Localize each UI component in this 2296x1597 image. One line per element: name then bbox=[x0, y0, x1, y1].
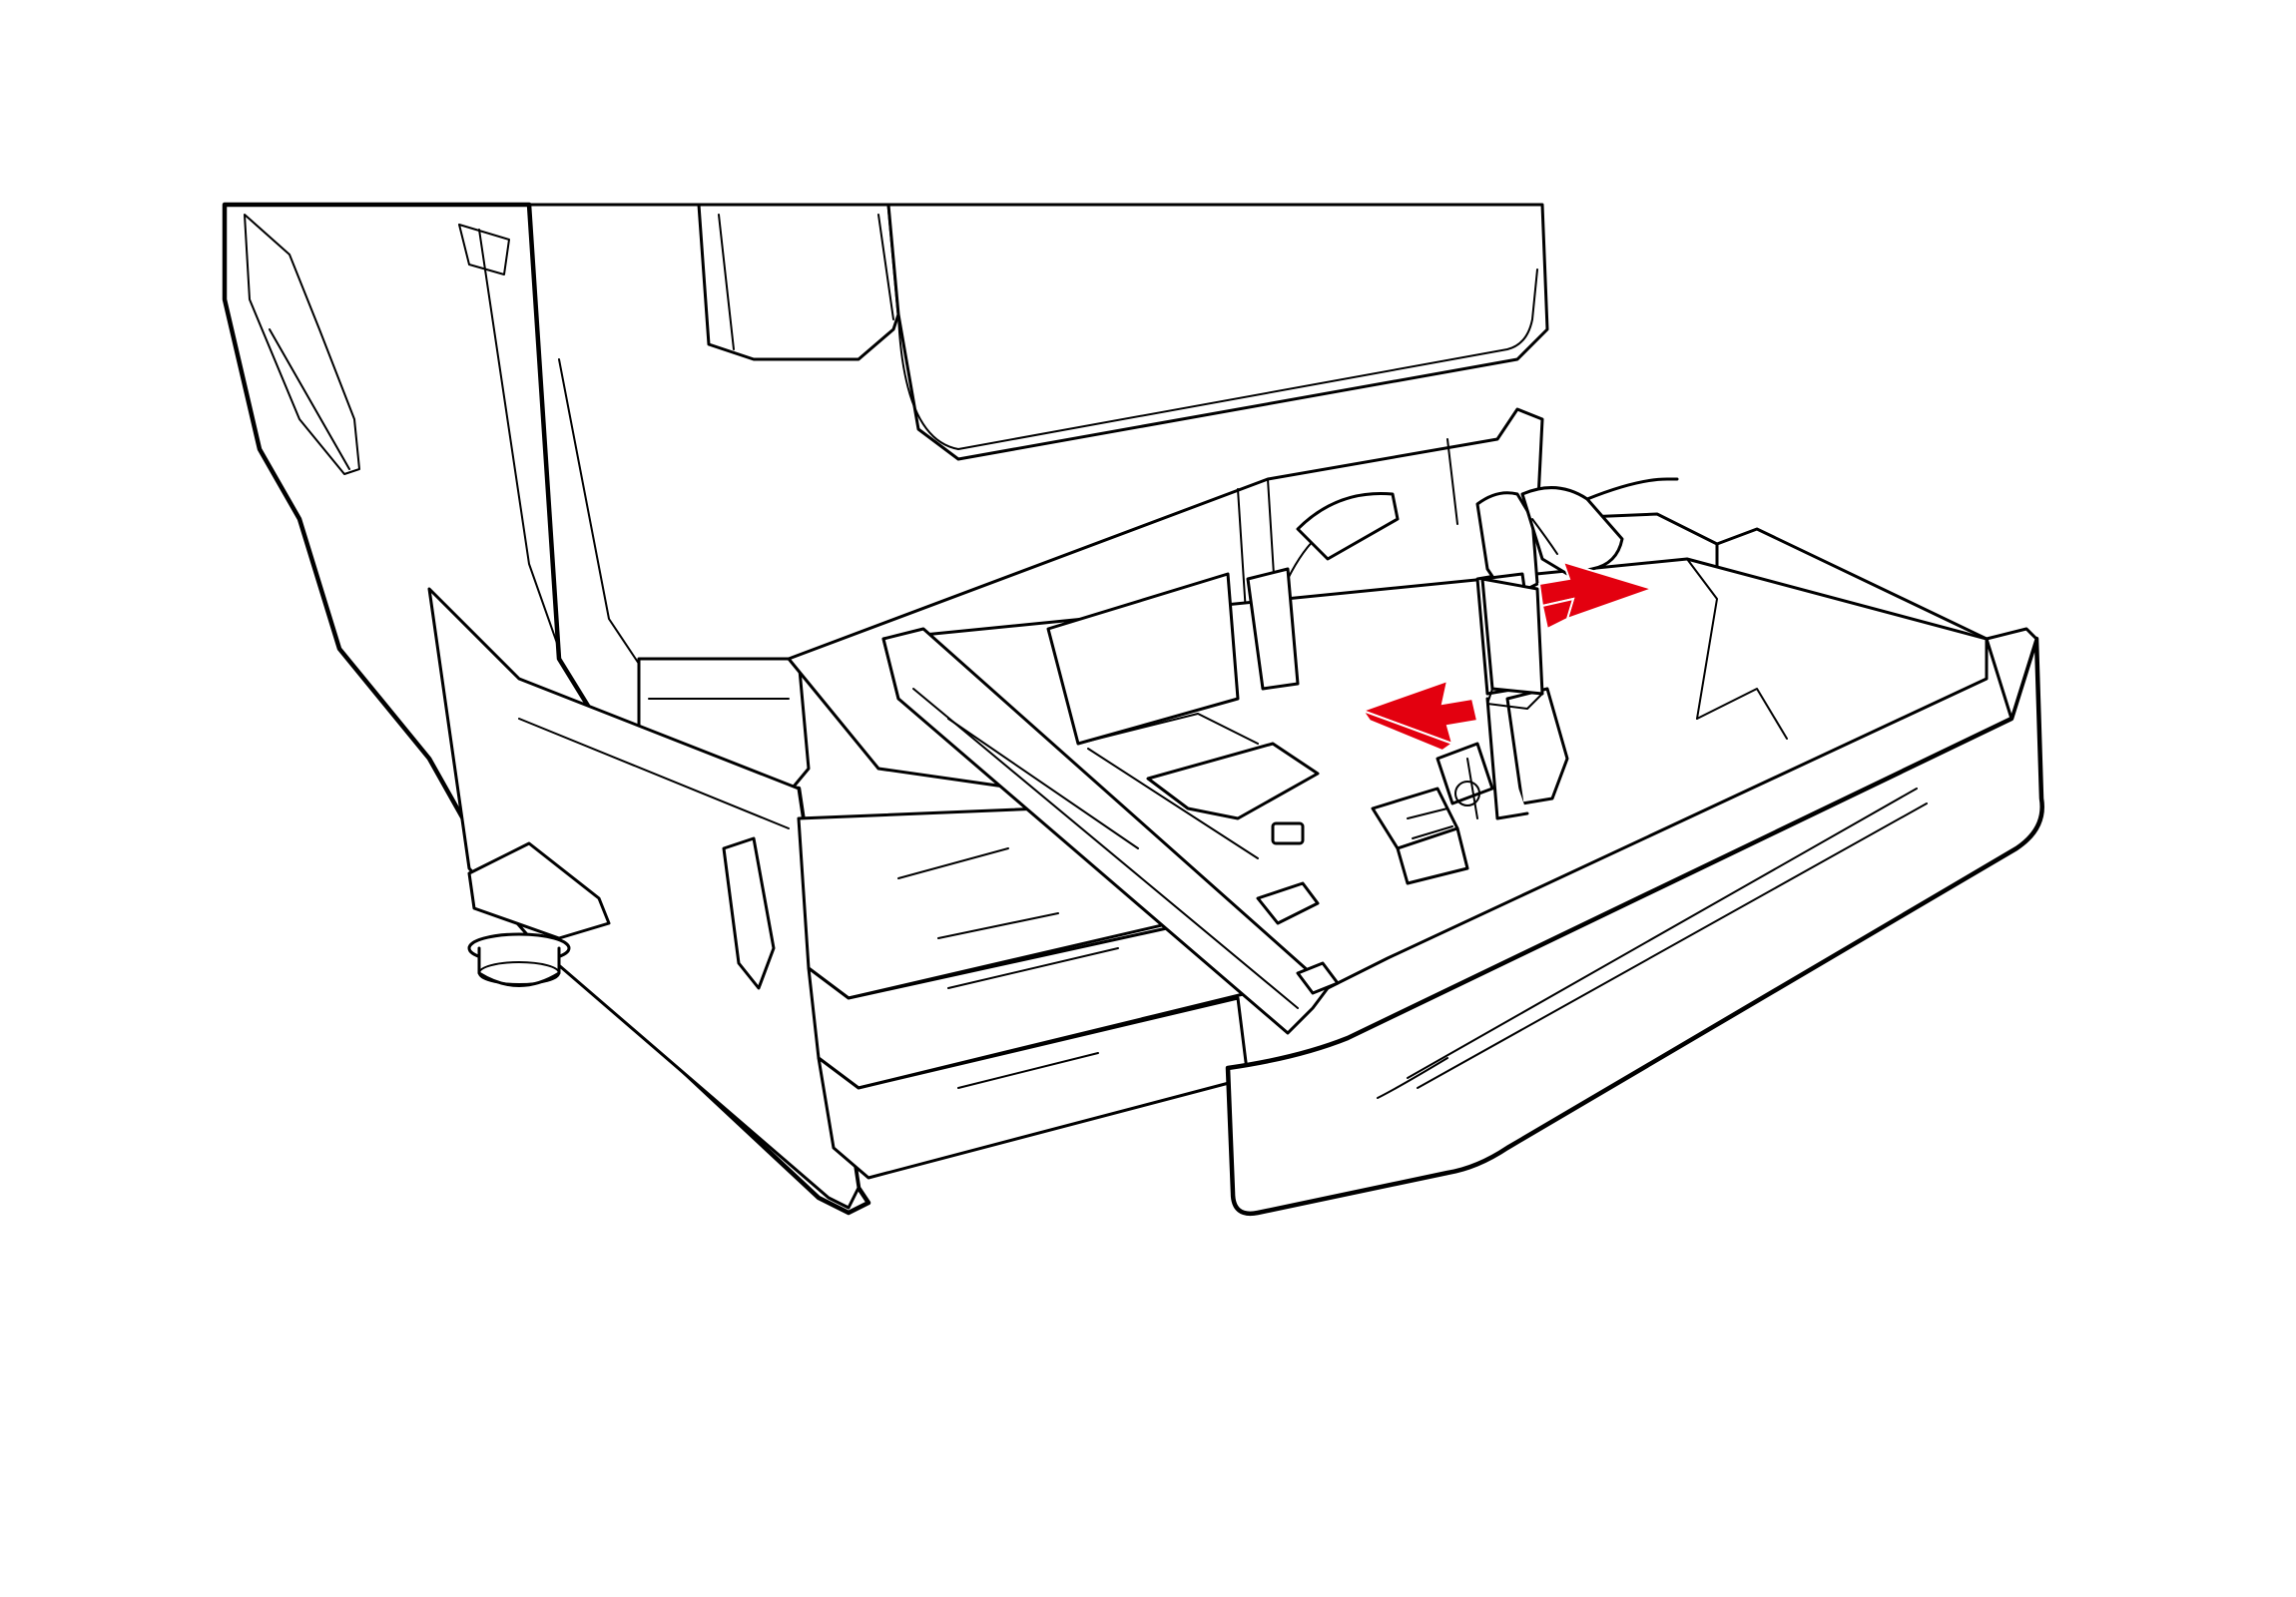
stabilizer-foot bbox=[467, 841, 611, 987]
paper-tray bbox=[881, 527, 2044, 1217]
guide-lever bbox=[1480, 577, 1544, 710]
printer-body bbox=[222, 202, 1549, 1216]
direction-arrows bbox=[1360, 560, 1656, 753]
slide-guide-inward-arrow bbox=[1537, 560, 1656, 631]
slide-guide-outward-arrow bbox=[1360, 679, 1479, 753]
